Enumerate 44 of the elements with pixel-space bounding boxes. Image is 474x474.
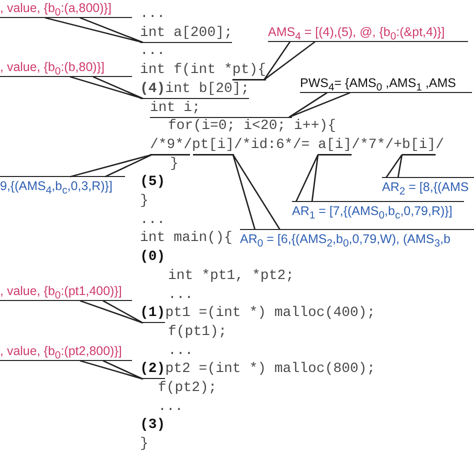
code-line: int a[200];: [140, 24, 232, 43]
callout-label: , value, {b$_{0}$:(b,80)}]: [0, 60, 132, 77]
program-point-marker: (0): [140, 249, 166, 268]
leader-line: [70, 76, 144, 100]
leader-line: [295, 154, 319, 202]
callout-label: AR$_{1}$ = [7,{(AMS$_{0}$,b$_{c}$,0,79,R)}]: [292, 201, 464, 219]
code-line: }: [140, 193, 148, 211]
callout-label: , value, {b$_{0}$:(pt1,400)}]: [0, 284, 132, 301]
ellipsis: ...: [140, 212, 166, 230]
code-line: f(pt1);: [168, 324, 227, 342]
callout-label: AR$_{0}$ = [6,{(AMS$_{2}$,b$_{0}$,0,79,W), (AMS$_{3}$,b: [240, 229, 474, 247]
leader-line: [385, 154, 403, 178]
leader-line: [80, 300, 144, 324]
leader-line: [232, 154, 281, 230]
callout-label: AR$_{2}$ = [8,{(AMS: [382, 177, 474, 195]
leader-line: [44, 17, 144, 44]
callout-label: , value, {b$_{0}$:(pt2,800)}]: [0, 344, 132, 361]
code-line: pt2 =(int *) malloc(800);: [165, 361, 376, 380]
code-line: int main(){: [140, 230, 232, 248]
code-line: f(pt2);: [158, 380, 217, 398]
code-line: for(i=0; i<20; i++){: [168, 118, 336, 136]
code-line: (4)int b[20];: [140, 80, 250, 99]
code-line: /*9*/pt[i]/*id:6*/= a[i]/*7*/+b[i]/: [150, 136, 444, 156]
leader-line: [263, 41, 316, 81]
code-line: }: [140, 436, 148, 454]
ellipsis: ...: [140, 6, 166, 24]
ellipsis: ...: [140, 43, 166, 62]
leader-line: [80, 360, 144, 380]
ellipsis: ...: [168, 342, 194, 361]
code-line: pt1 =(int *) malloc(400);: [165, 305, 376, 324]
callout-label: 9,{(AMS$_{4}$,b$_{c}$,0,3,R)}]: [0, 176, 125, 194]
code-line: int f(int *pt){: [140, 62, 266, 81]
callout-label: AMS$_{4}$ = [(4),(5), @, {b$_{0}$:(&pt,4)}]: [268, 25, 468, 42]
code-line: }: [170, 156, 178, 174]
callout-label: , value, {b$_{0}$:(a,800)}]: [0, 1, 132, 18]
callout-label: PWS$_{4}$= {AMS$_{0}$ ,AMS$_{1}$ ,AMS: [300, 76, 472, 93]
leader-line: [70, 154, 153, 178]
code-line: int *pt1, *pt2;: [168, 268, 294, 286]
program-point-marker: (3): [140, 417, 166, 436]
code-line: int i;: [150, 100, 292, 118]
ellipsis: ...: [168, 286, 194, 304]
leader-line: [288, 92, 351, 118]
program-point-marker: (5): [140, 174, 166, 192]
ellipsis: ...: [158, 398, 184, 417]
